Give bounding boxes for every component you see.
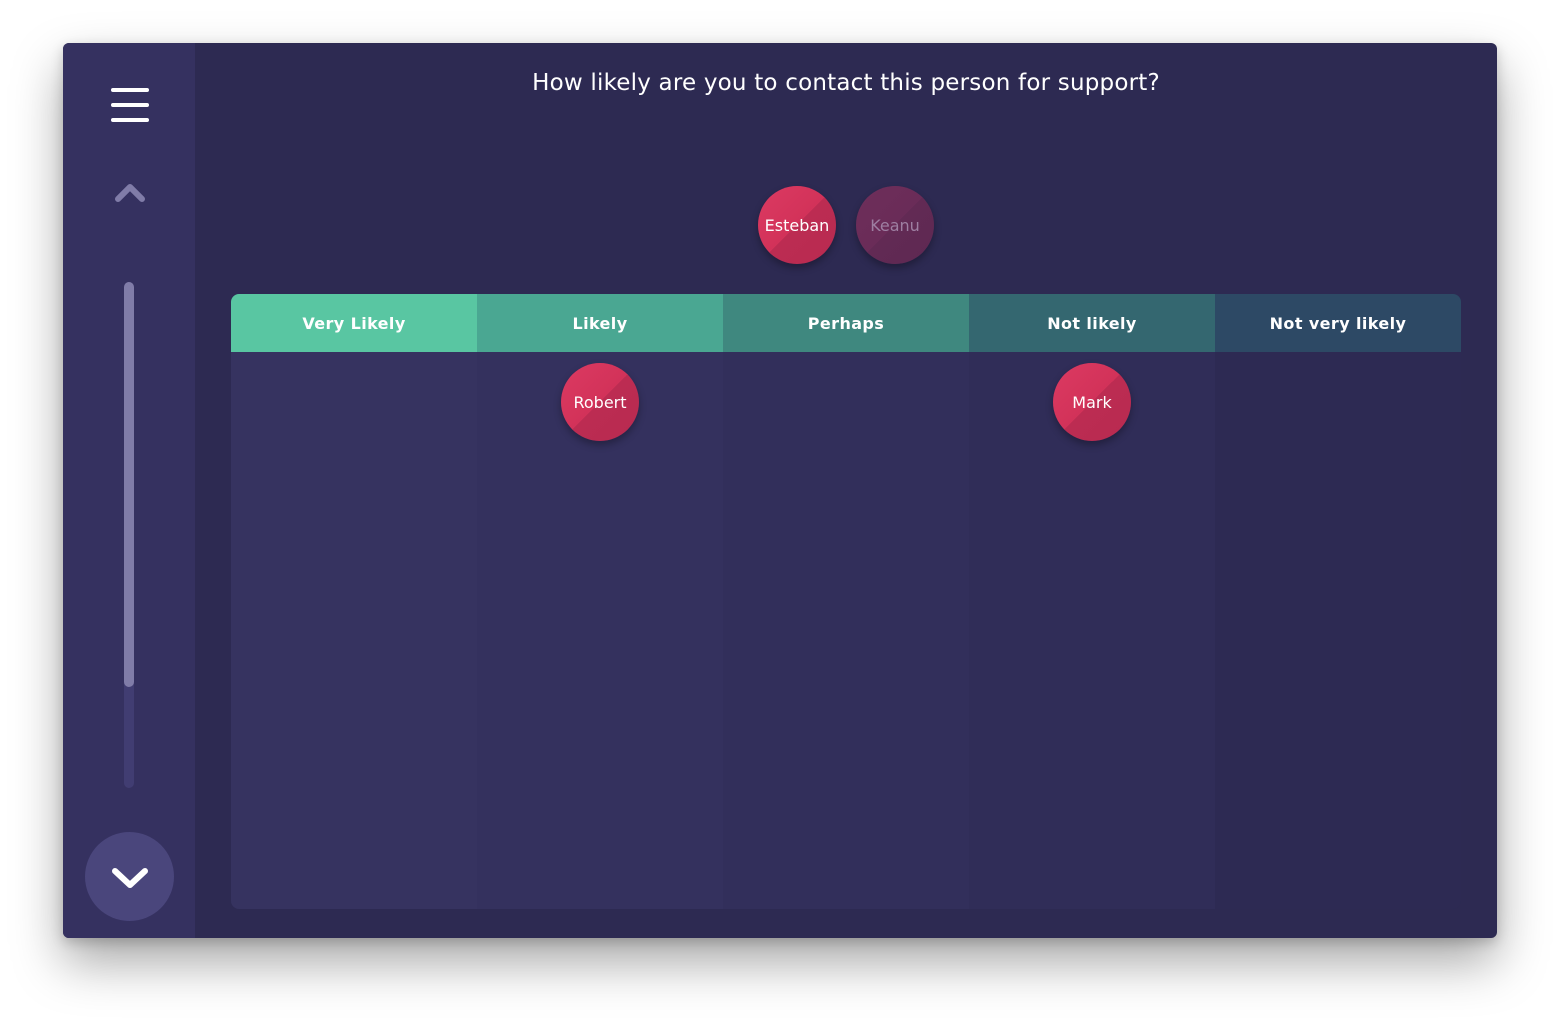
dropzone-likely[interactable] — [477, 352, 723, 909]
dropzone-not-very-likely[interactable] — [1215, 352, 1461, 909]
category-not-likely[interactable]: Not likely — [969, 294, 1215, 352]
app-window: How likely are you to contact this perso… — [63, 43, 1497, 938]
rating-board: Very Likely Likely Perhaps Not likely No… — [231, 294, 1461, 909]
question-title: How likely are you to contact this perso… — [532, 70, 1160, 96]
chevron-down-icon — [111, 867, 148, 888]
sidebar — [63, 43, 195, 938]
category-headers: Very Likely Likely Perhaps Not likely No… — [231, 294, 1461, 352]
progress-scrollbar-thumb[interactable] — [124, 282, 134, 687]
progress-scrollbar-track[interactable] — [124, 282, 134, 788]
category-likely[interactable]: Likely — [477, 294, 723, 352]
person-bubble-robert[interactable]: Robert — [561, 363, 639, 441]
hamburger-menu-icon[interactable] — [111, 88, 149, 122]
next-button[interactable] — [85, 832, 174, 921]
person-bubble-esteban[interactable]: Esteban — [758, 186, 836, 264]
dropzone-not-likely[interactable] — [969, 352, 1215, 909]
person-bubble-mark[interactable]: Mark — [1053, 363, 1131, 441]
category-not-very-likely[interactable]: Not very likely — [1215, 294, 1461, 352]
category-very-likely[interactable]: Very Likely — [231, 294, 477, 352]
dropzone-very-likely[interactable] — [231, 352, 477, 909]
chevron-up-icon[interactable] — [114, 181, 146, 205]
person-bubble-keanu[interactable]: Keanu — [856, 186, 934, 264]
category-dropzones — [231, 352, 1461, 909]
dropzone-perhaps[interactable] — [723, 352, 969, 909]
category-perhaps[interactable]: Perhaps — [723, 294, 969, 352]
